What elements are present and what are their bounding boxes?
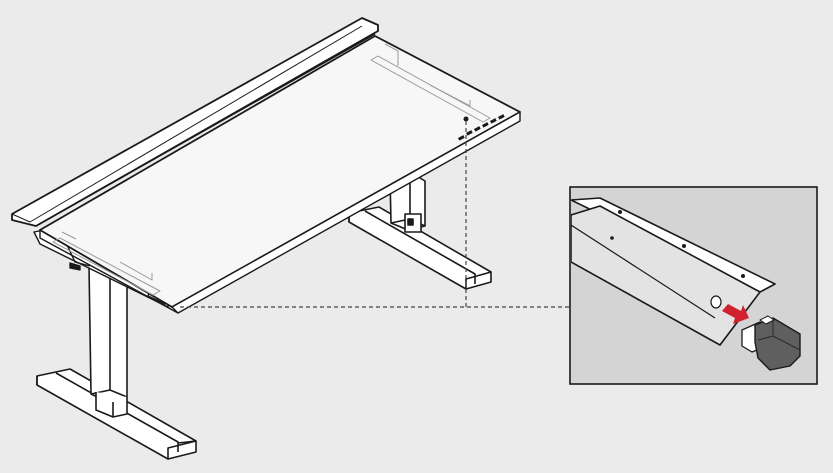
reference-point: [464, 117, 469, 122]
detail-inset: [570, 187, 817, 384]
